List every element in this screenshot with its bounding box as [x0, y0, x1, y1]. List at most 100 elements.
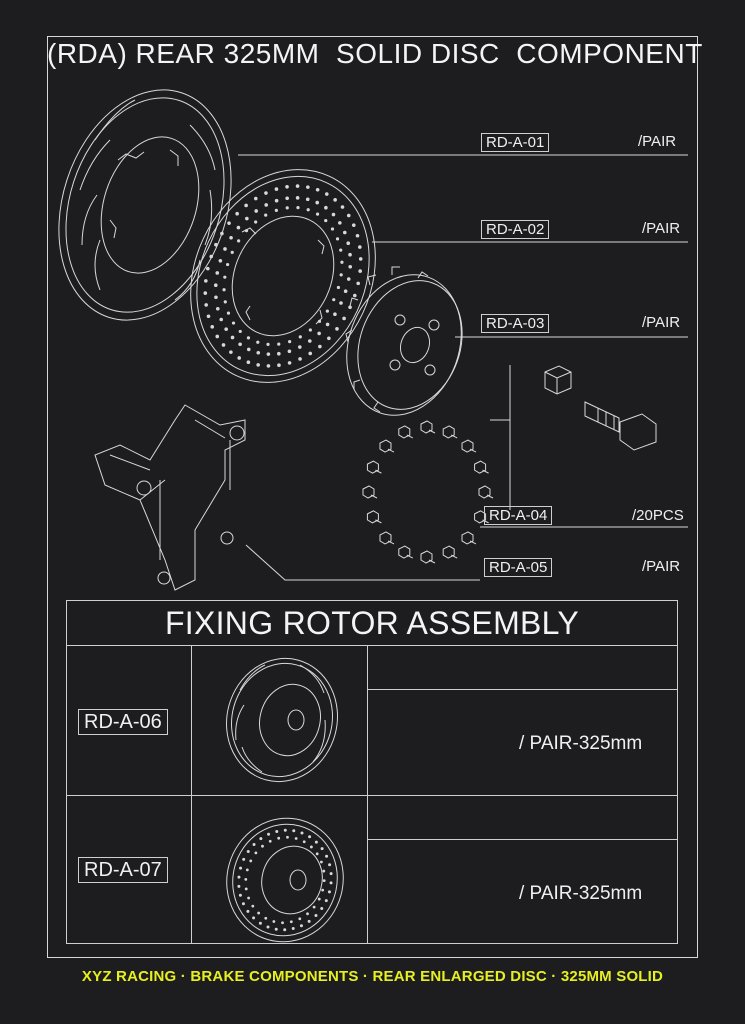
drill-hole — [256, 340, 260, 344]
drill-hole — [324, 192, 329, 196]
drill-hole — [254, 209, 258, 213]
drill-hole — [352, 293, 357, 298]
drill-hole — [299, 924, 303, 928]
drill-hole — [335, 237, 340, 241]
bolt — [399, 546, 413, 558]
drill-hole — [308, 835, 312, 839]
drill-hole — [266, 342, 270, 346]
drill-hole — [315, 187, 320, 192]
drill-hole — [314, 914, 318, 918]
assembly-table: FIXING ROTOR ASSEMBLY RD-A-06 / PAIR-325… — [66, 600, 678, 944]
drill-hole — [219, 317, 224, 322]
drill-hole — [274, 927, 278, 931]
drill-hole — [288, 340, 292, 344]
drill-hole — [229, 236, 233, 240]
drill-hole — [257, 911, 261, 915]
drilled-rotor-assembly-drawing — [213, 805, 357, 955]
drill-hole — [329, 872, 333, 876]
slotted-rotor-assembly-drawing — [213, 646, 351, 794]
drill-hole — [283, 928, 287, 932]
bolt — [367, 461, 381, 473]
drill-hole — [298, 917, 302, 921]
drill-hole — [342, 230, 347, 235]
drill-hole — [244, 203, 248, 208]
drill-hole — [204, 303, 208, 307]
drill-hole — [268, 839, 272, 843]
drill-hole — [252, 842, 256, 846]
drill-hole — [246, 336, 251, 340]
drill-hole — [324, 205, 328, 210]
drill-hole — [246, 347, 251, 352]
table-divider — [191, 645, 192, 943]
drill-hole — [222, 288, 226, 292]
drill-hole — [275, 829, 279, 833]
drill-hole — [333, 198, 337, 202]
bolt — [421, 421, 435, 433]
drill-hole — [315, 852, 319, 856]
drill-hole — [251, 904, 255, 908]
bolt — [380, 440, 394, 452]
drill-hole — [242, 857, 246, 861]
drill-hole — [335, 327, 339, 331]
drill-hole — [330, 227, 335, 231]
drill-hole — [322, 869, 326, 873]
drill-hole — [319, 860, 323, 864]
drill-hole — [281, 921, 284, 925]
drill-hole — [308, 328, 312, 332]
drill-hole — [246, 360, 251, 365]
drill-hole — [329, 881, 333, 885]
drill-hole — [227, 221, 231, 225]
drill-hole — [333, 312, 337, 316]
assembly-code: RD-A-06 — [78, 709, 168, 735]
assembly-spec: / PAIR-325mm — [519, 733, 643, 754]
drill-hole — [223, 300, 227, 304]
drill-hole — [302, 840, 306, 844]
callout-code: RD-A-01 — [481, 133, 550, 152]
callout-qty: /PAIR — [642, 220, 681, 237]
drill-hole — [213, 283, 218, 288]
drill-hole — [325, 322, 330, 327]
drill-hole — [220, 231, 224, 236]
drill-hole — [325, 854, 329, 858]
drill-hole — [209, 254, 214, 259]
drill-hole — [252, 916, 256, 920]
bolt — [462, 532, 476, 544]
drill-hole — [287, 349, 292, 354]
drill-hole — [236, 225, 241, 230]
drill-hole — [206, 266, 210, 271]
drill-hole — [285, 184, 289, 189]
table-divider — [367, 645, 368, 943]
drill-hole — [258, 921, 262, 925]
drill-hole — [300, 831, 304, 835]
drill-hole — [295, 184, 300, 188]
drill-hole — [272, 920, 276, 923]
drill-hole — [231, 321, 236, 325]
drill-hole — [215, 334, 220, 339]
drill-hole — [285, 196, 289, 201]
drill-hole — [336, 285, 341, 290]
drill-hole — [277, 342, 281, 346]
bolt-and-nut-set-drawing — [363, 365, 656, 563]
drill-hole — [246, 909, 250, 913]
drill-hole — [315, 200, 320, 205]
callout-qty: /20PCS — [632, 507, 684, 524]
callout-qty: /PAIR — [638, 133, 677, 150]
drill-hole — [348, 264, 353, 269]
drill-hole — [238, 342, 242, 347]
drill-hole — [235, 211, 239, 216]
drill-hole — [256, 350, 261, 355]
drill-hole — [224, 327, 228, 331]
leader-lines — [238, 155, 688, 527]
drill-hole — [264, 916, 268, 920]
drill-hole — [322, 879, 326, 882]
drill-hole — [239, 866, 243, 870]
drill-hole — [247, 896, 251, 900]
drill-hole — [241, 902, 245, 906]
bolt — [367, 511, 381, 523]
drill-hole — [339, 248, 343, 252]
bolt — [443, 426, 457, 438]
rotor-bell-hat-drawing — [328, 259, 481, 432]
drill-hole — [340, 205, 345, 209]
drill-hole — [266, 352, 271, 356]
drill-hole — [221, 343, 226, 347]
